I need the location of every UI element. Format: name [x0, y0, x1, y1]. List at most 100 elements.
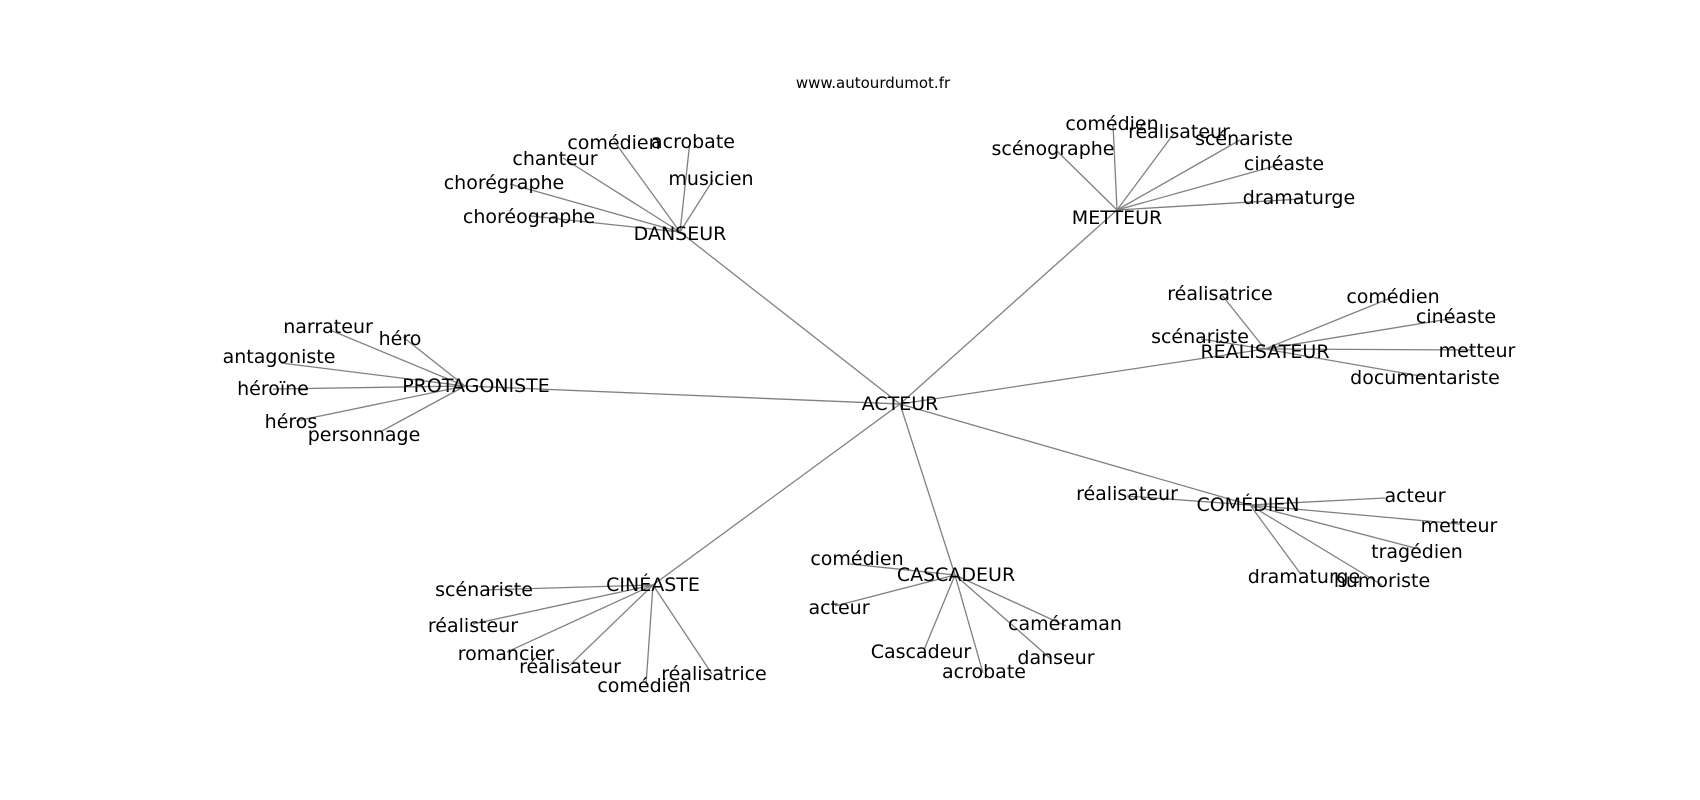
- group-node-label: DANSEUR: [634, 223, 727, 245]
- word-node-label: comédien: [1346, 286, 1439, 308]
- edge-group-to-word: [1220, 293, 1266, 350]
- edge-group-to-word: [509, 183, 681, 233]
- word-node-label: romancier: [458, 643, 555, 665]
- edge-group-to-word: [652, 584, 713, 675]
- word-node-label: héroïne: [237, 378, 309, 400]
- word-node-label: danseur: [1017, 647, 1094, 669]
- edge-group-to-word: [679, 179, 714, 233]
- edge-root-to-group: [899, 348, 1266, 405]
- word-node-label: tragédien: [1371, 541, 1463, 563]
- word-node-label: réalisateur: [1128, 121, 1230, 143]
- word-node-label: réalisateur: [1076, 483, 1178, 505]
- edge-group-to-word: [954, 574, 1067, 627]
- edge-group-to-word: [954, 574, 1052, 660]
- edge-group-to-word: [1116, 139, 1241, 211]
- edge-group-to-word: [1249, 504, 1461, 525]
- word-node-label: comédien: [567, 132, 660, 154]
- word-node-label: metteur: [1421, 515, 1498, 537]
- word-node-label: documentariste: [1350, 367, 1500, 389]
- edge-group-to-word: [402, 336, 466, 387]
- edge-root-to-group: [679, 231, 901, 405]
- root-node-label: ACTEUR: [862, 393, 939, 415]
- edge-group-to-word: [923, 574, 956, 651]
- edge-group-to-word: [1200, 338, 1266, 350]
- edge-group-to-word: [1264, 296, 1394, 350]
- edge-root-to-group: [464, 385, 901, 405]
- edge-group-to-word: [1126, 495, 1251, 506]
- word-node-label: metteur: [1439, 340, 1516, 362]
- edge-group-to-word: [1249, 504, 1383, 586]
- word-node-label: réalisteur: [428, 615, 518, 637]
- word-node-label: antagoniste: [223, 346, 336, 368]
- edge-group-to-word: [379, 385, 466, 433]
- edge-group-to-word: [1055, 149, 1118, 211]
- edge-group-to-word: [472, 584, 654, 625]
- word-node-label: héros: [265, 411, 318, 433]
- edge-group-to-word: [295, 385, 466, 422]
- word-node-label: réalisatrice: [1167, 283, 1273, 305]
- word-node-label: acrobate: [651, 131, 735, 153]
- word-node-label: personnage: [308, 424, 421, 446]
- graph-labels: www.autourdumot.fr ACTEUR DANSEUR comédie…: [223, 74, 1516, 697]
- edge-group-to-word: [1112, 123, 1118, 211]
- edge-group-to-word: [613, 140, 681, 233]
- edge-group-to-word: [568, 584, 654, 667]
- edge-group-to-word: [645, 584, 654, 686]
- edge-group-to-word: [272, 385, 466, 390]
- edge-group-to-word: [1264, 317, 1456, 350]
- word-node-label: scénariste: [1151, 326, 1249, 348]
- word-node-label: scénariste: [1195, 128, 1293, 150]
- edge-root-to-group: [899, 403, 956, 576]
- edge-group-to-word: [1116, 131, 1176, 211]
- edge-root-to-group: [652, 403, 901, 586]
- word-node-label: choréographe: [463, 206, 595, 228]
- group-node-label: CINÉASTE: [606, 573, 700, 596]
- edge-group-to-word: [679, 140, 691, 233]
- edge-group-to-word: [280, 362, 466, 387]
- word-node-label: cinéaste: [1416, 306, 1496, 328]
- edge-group-to-word: [329, 329, 466, 387]
- edge-group-to-word: [849, 563, 956, 576]
- word-node-label: Cascadeur: [871, 641, 972, 663]
- word-node-label: acteur: [1384, 485, 1445, 507]
- word-node-label: chorégraphe: [444, 172, 565, 194]
- word-node-label: narrateur: [283, 316, 373, 338]
- edge-root-to-group: [899, 403, 1251, 506]
- word-node-label: réalisateur: [519, 656, 621, 678]
- word-node-label: acteur: [808, 597, 869, 619]
- edge-group-to-word: [834, 574, 956, 607]
- edge-group-to-word: [562, 157, 681, 233]
- edge-group-to-word: [1249, 497, 1386, 506]
- word-node-label: scénographe: [991, 138, 1114, 160]
- word-node-label: scénariste: [435, 579, 533, 601]
- word-node-label: musicien: [668, 168, 753, 190]
- word-node-label: comédien: [597, 675, 690, 697]
- group-node-label: CASCADEUR: [897, 564, 1015, 586]
- word-node-label: chanteur: [512, 148, 597, 170]
- group-node-label: RÉALISATEUR: [1200, 340, 1329, 363]
- word-node-label: cinéaste: [1244, 153, 1324, 175]
- edge-group-to-word: [1116, 198, 1302, 211]
- edge-root-to-group: [899, 209, 1118, 405]
- word-node-label: comédien: [810, 548, 903, 570]
- site-name: www.autourdumot.fr: [796, 74, 951, 92]
- edge-group-to-word: [1249, 504, 1416, 549]
- edge-group-to-word: [1249, 504, 1301, 574]
- edge-group-to-word: [1116, 163, 1283, 211]
- word-node-label: acrobate: [942, 661, 1026, 683]
- word-node-label: humoriste: [1334, 570, 1430, 592]
- word-node-label: héro: [379, 328, 422, 350]
- word-node-label: caméraman: [1008, 613, 1122, 635]
- edge-group-to-word: [1264, 348, 1427, 378]
- edge-group-to-word: [506, 584, 654, 653]
- word-node-label: comédien: [1065, 113, 1158, 135]
- edge-group-to-word: [1264, 348, 1475, 351]
- group-node-label: METTEUR: [1072, 207, 1162, 229]
- graph-edges: [272, 123, 1475, 686]
- edge-group-to-word: [530, 215, 681, 233]
- group-node-label: PROTAGONISTE: [402, 375, 550, 397]
- edge-group-to-word: [482, 584, 654, 591]
- word-node-label: réalisatrice: [661, 663, 767, 685]
- word-node-label: dramaturge: [1248, 566, 1360, 588]
